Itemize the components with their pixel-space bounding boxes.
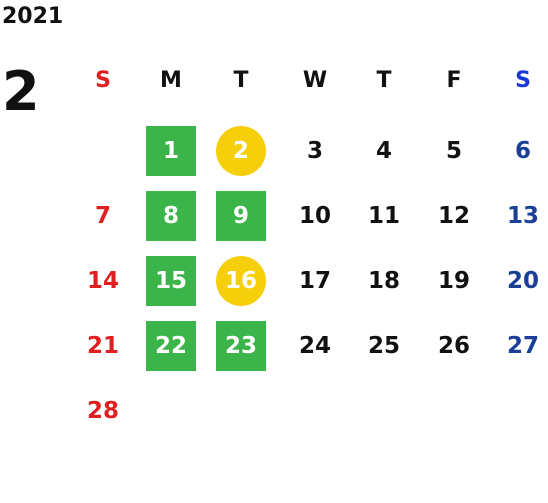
day-3[interactable]: 3: [306, 138, 323, 164]
day-28[interactable]: 28: [86, 398, 119, 424]
day-8[interactable]: 8: [146, 191, 196, 241]
weekday-mon: M: [160, 68, 182, 93]
day-19[interactable]: 19: [437, 268, 470, 294]
day-23[interactable]: 23: [216, 321, 266, 371]
day-18[interactable]: 18: [367, 268, 400, 294]
day-16[interactable]: 16: [216, 256, 266, 306]
day-25[interactable]: 25: [367, 333, 400, 359]
day-21[interactable]: 21: [86, 333, 119, 359]
day-14[interactable]: 14: [86, 268, 119, 294]
weekday-sun: S: [95, 68, 111, 93]
day-5[interactable]: 5: [445, 138, 462, 164]
day-2[interactable]: 2: [216, 126, 266, 176]
day-7[interactable]: 7: [94, 203, 111, 229]
month-number: 2: [2, 60, 40, 123]
day-22[interactable]: 22: [146, 321, 196, 371]
weekday-wed: W: [302, 68, 328, 93]
day-10[interactable]: 10: [298, 203, 331, 229]
day-11[interactable]: 11: [367, 203, 400, 229]
day-17[interactable]: 17: [298, 268, 331, 294]
day-26[interactable]: 26: [437, 333, 470, 359]
weekday-sat: S: [515, 68, 531, 93]
day-4[interactable]: 4: [375, 138, 392, 164]
day-15[interactable]: 15: [146, 256, 196, 306]
day-6[interactable]: 6: [514, 138, 531, 164]
day-24[interactable]: 24: [298, 333, 331, 359]
year-label: 2021: [2, 4, 64, 29]
day-27[interactable]: 27: [506, 333, 539, 359]
day-9[interactable]: 9: [216, 191, 266, 241]
day-1[interactable]: 1: [146, 126, 196, 176]
weekday-thu: T: [376, 68, 392, 93]
day-20[interactable]: 20: [506, 268, 539, 294]
day-12[interactable]: 12: [437, 203, 470, 229]
day-13[interactable]: 13: [506, 203, 539, 229]
weekday-fri: F: [446, 68, 462, 93]
weekday-tue: T: [233, 68, 249, 93]
